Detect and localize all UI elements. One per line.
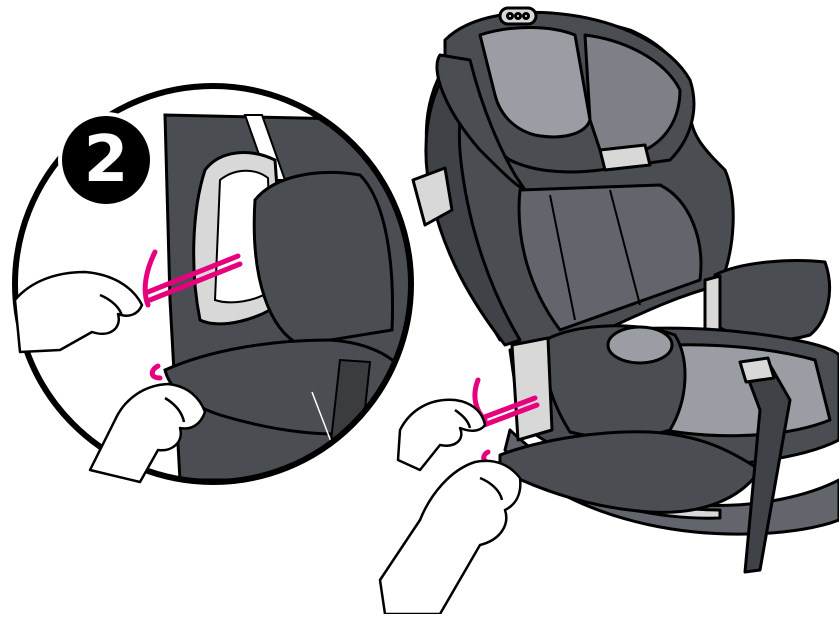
- armrest-left-side: [512, 338, 552, 440]
- armrest-right: [715, 261, 830, 341]
- hand-lower-main: [380, 461, 520, 614]
- hand-upper-main: [398, 400, 485, 470]
- zoom-armrest: [254, 172, 392, 345]
- strap-buckle: [740, 358, 774, 382]
- seat-back-center: [519, 185, 701, 330]
- armrest-cupholder: [608, 327, 672, 363]
- belt-guide-right: [600, 145, 650, 170]
- armrest-right-side: [705, 276, 720, 335]
- step-number: 2: [64, 118, 148, 202]
